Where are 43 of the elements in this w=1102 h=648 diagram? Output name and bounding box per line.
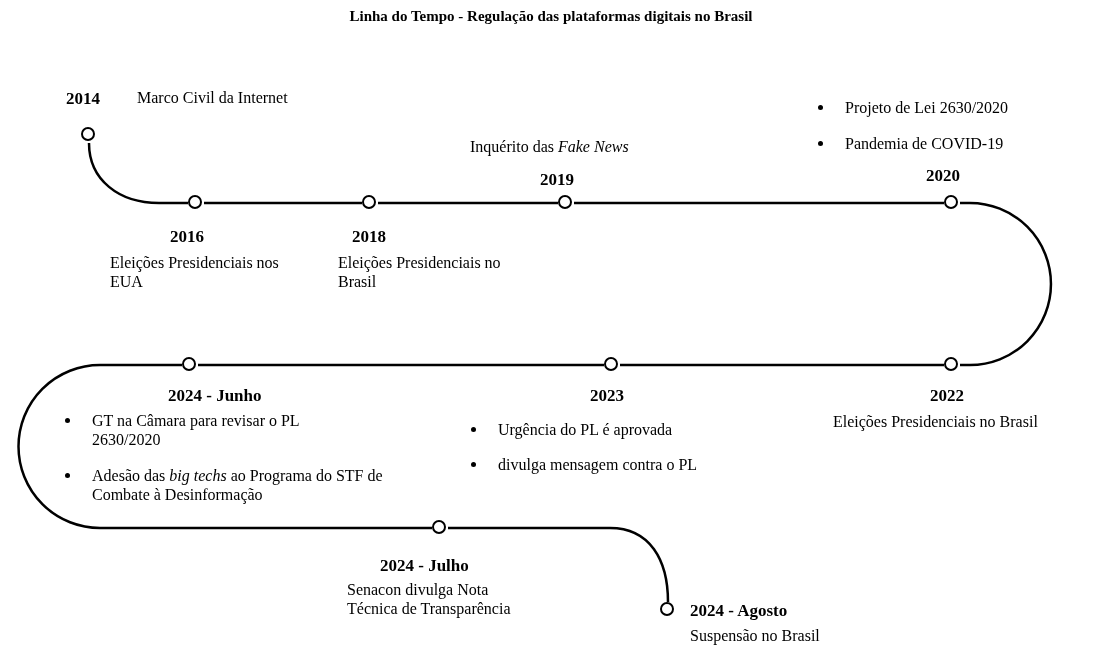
timeline-line (17, 363, 432, 530)
timeline-marker (944, 357, 958, 371)
event-text: Senacon divulga Nota Técnica de Transparência (347, 580, 512, 618)
timeline-marker (558, 195, 572, 209)
timeline-line (204, 201, 362, 205)
timeline-marker (432, 520, 446, 534)
event-text: Marco Civil da Internet (137, 88, 289, 107)
timeline-marker (362, 195, 376, 209)
timeline-marker (182, 357, 196, 371)
year-label: 2018 (352, 227, 387, 246)
year-label: 2024 - Agosto (690, 601, 789, 620)
timeline-line (87, 142, 188, 205)
bullet-item: Adesão das big techs ao Programa do STF de Combate à Desinformação (92, 466, 384, 504)
timeline-marker (604, 357, 618, 371)
bullet-item: GT na Câmara para revisar o PL 2630/2020 (92, 411, 301, 449)
timeline-line (198, 363, 604, 367)
event-text: Eleições Presidenciais no Brasil (338, 253, 502, 291)
year-label: 2023 (590, 386, 625, 405)
timeline-line (448, 526, 670, 603)
year-label: 2019 (540, 170, 575, 189)
year-label: 2024 - Junho (168, 386, 263, 405)
timeline-line (378, 201, 558, 205)
timeline-marker (188, 195, 202, 209)
timeline-marker (660, 602, 674, 616)
event-text: Eleições Presidenciais no Brasil (833, 412, 1039, 431)
year-label: 2016 (170, 227, 205, 246)
year-label: 2020 (926, 166, 961, 185)
diagram-title: Linha do Tempo - Regulação das plataformas digitais no Brasil (348, 8, 754, 25)
timeline-marker (944, 195, 958, 209)
bullet-item: Projeto de Lei 2630/2020 (845, 98, 1010, 117)
year-label: 2024 - Julho (380, 556, 470, 575)
timeline-marker (81, 127, 95, 141)
bullet-item: Urgência do PL é aprovada (498, 420, 674, 439)
bullet-item: divulga mensagem contra o PL (498, 455, 699, 474)
event-text: Eleições Presidenciais nos EUA (110, 253, 280, 291)
year-label: 2014 (66, 89, 101, 108)
timeline-line (620, 363, 944, 367)
timeline-line (574, 201, 944, 205)
event-text: Inquérito das Fake News (470, 137, 630, 156)
year-label: 2022 (930, 386, 965, 405)
event-text: Suspensão no Brasil (690, 626, 821, 645)
timeline-line (960, 201, 1053, 367)
bullet-item: Pandemia de COVID-19 (845, 134, 1005, 153)
